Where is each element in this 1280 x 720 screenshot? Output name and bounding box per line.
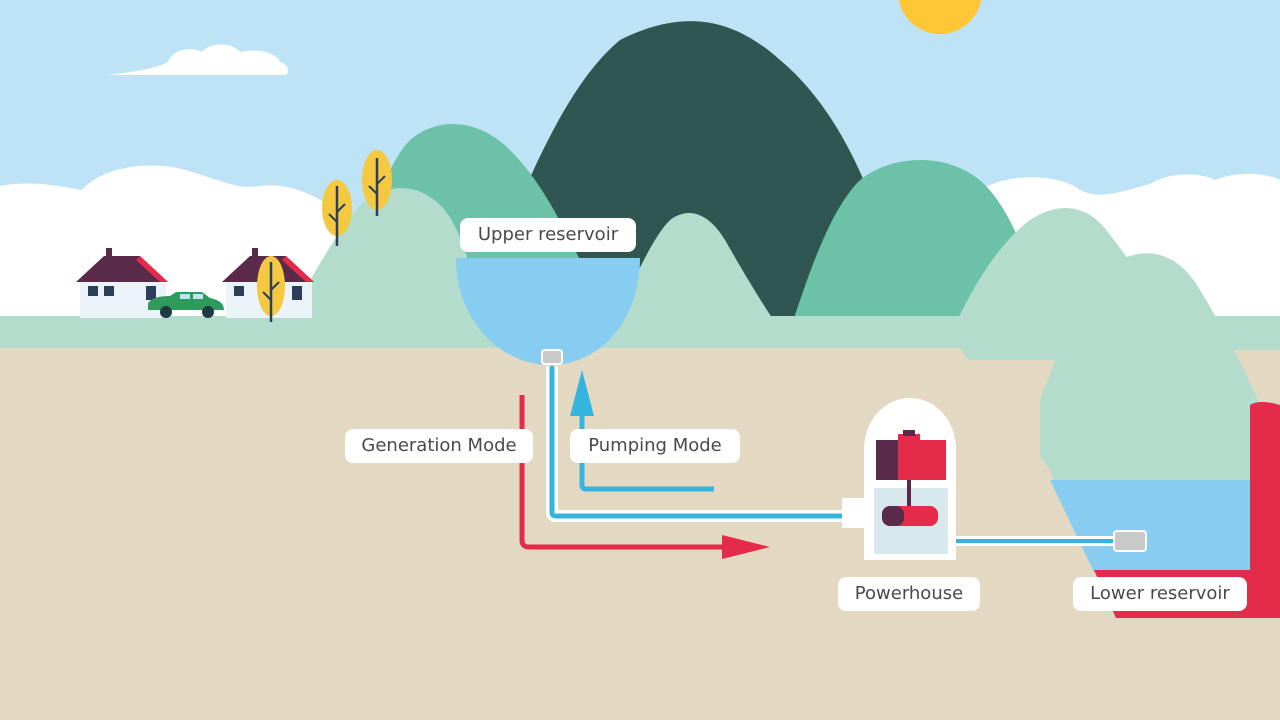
upper-intake <box>541 349 563 365</box>
cloud-small <box>108 44 289 75</box>
powerhouse <box>842 398 956 560</box>
lower-outlet <box>1113 530 1147 552</box>
ground-right <box>1050 470 1280 720</box>
meadow <box>0 316 1280 350</box>
powerhouse-label: Powerhouse <box>838 577 980 611</box>
lower-reservoir-water <box>1050 480 1252 572</box>
upper-reservoir-water <box>456 258 640 365</box>
penstock-flow <box>549 366 860 519</box>
sun <box>898 0 982 34</box>
light-hill-left <box>270 188 490 350</box>
ground <box>0 348 1050 720</box>
tree-3 <box>257 256 285 322</box>
pumping-mode-arrow-head <box>570 370 594 416</box>
tree-1 <box>322 180 352 246</box>
upper-reservoir-label: Upper reservoir <box>460 218 636 252</box>
generation-mode-arrow-head <box>722 535 770 559</box>
generation-mode-label: Generation Mode <box>345 429 533 463</box>
generation-mode-arrow-shaft <box>519 395 728 550</box>
car <box>148 292 224 318</box>
pumping-mode-label: Pumping Mode <box>570 429 740 463</box>
dark-mountain <box>470 21 910 331</box>
tree-2 <box>362 150 392 216</box>
house-left <box>76 248 168 318</box>
light-hill-middle <box>600 212 800 350</box>
pumping-mode-arrow-shaft <box>579 412 714 492</box>
light-hill-far-right <box>1040 253 1262 480</box>
lower-reservoir-label: Lower reservoir <box>1073 577 1247 611</box>
